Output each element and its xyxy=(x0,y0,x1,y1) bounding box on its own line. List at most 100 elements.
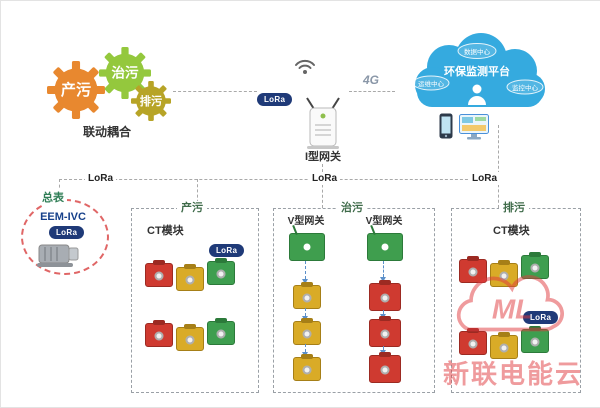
module-hole xyxy=(185,335,195,345)
arrow-head xyxy=(302,279,308,284)
module-tab xyxy=(301,282,313,287)
ct-module xyxy=(490,332,518,359)
module-tab xyxy=(467,256,479,261)
indicator-dot xyxy=(381,243,389,251)
module-tab xyxy=(215,318,227,323)
module-tab xyxy=(379,316,391,321)
bus-lora-label-center: LoRa xyxy=(309,172,340,185)
module-hole xyxy=(499,271,509,281)
cloud-title: 环保监测平台 xyxy=(444,64,510,78)
ct-module xyxy=(176,264,204,291)
ct-module xyxy=(459,328,487,355)
module-hole xyxy=(380,365,390,375)
v-gateway-device-left xyxy=(289,224,325,261)
arrow-connector xyxy=(383,346,384,351)
module-hole xyxy=(499,343,509,353)
module-hole xyxy=(216,329,226,339)
zone-treat-label: 治污 xyxy=(337,201,367,215)
ct-module xyxy=(521,252,549,279)
module-hole xyxy=(154,271,164,281)
module-tab xyxy=(379,280,391,285)
ct-module xyxy=(145,260,173,287)
cloud-platform: 数据中心 运维中心 监控中心 环保监测平台 xyxy=(412,33,545,107)
phone-icon xyxy=(439,113,453,139)
module-tab xyxy=(215,258,227,263)
gear-icon-treat: 治污 xyxy=(99,47,151,99)
module-tab xyxy=(498,260,510,265)
ct-module xyxy=(369,352,401,383)
monitor-icon xyxy=(459,114,489,140)
module-hole xyxy=(154,331,164,341)
gear-cluster-caption: 联动耦合 xyxy=(82,125,131,139)
zone1-device-label: CT模块 xyxy=(147,225,184,237)
module-hole xyxy=(302,365,312,375)
module-tab xyxy=(184,264,196,269)
ct-module xyxy=(369,280,401,311)
ct-module xyxy=(369,316,401,347)
ct-module xyxy=(459,256,487,283)
arrow-connector xyxy=(383,310,384,315)
module-tab xyxy=(301,318,313,323)
cloud-node-label: 运维中心 xyxy=(418,79,445,88)
module-hole xyxy=(468,339,478,349)
zone-produce-label: 产污 xyxy=(177,201,207,215)
connector-bus-zone3 xyxy=(498,179,499,208)
cloud-node-label: 数据中心 xyxy=(464,47,491,56)
cloud-node-label: 监控中心 xyxy=(512,83,539,92)
zone3-device-label: CT模块 xyxy=(493,225,530,237)
arrow-gwB-modules xyxy=(383,261,384,277)
ct-module xyxy=(293,282,321,309)
bus-line xyxy=(59,179,498,180)
module-tab xyxy=(153,260,165,265)
connector-bus-zone1 xyxy=(197,179,198,208)
gear-label: 排污 xyxy=(140,94,162,108)
module-tab xyxy=(153,320,165,325)
module-hole xyxy=(380,329,390,339)
ct-module xyxy=(521,326,549,353)
ct-module xyxy=(207,258,235,285)
gateway-device-icon xyxy=(306,97,340,149)
gear-label: 治污 xyxy=(111,65,139,81)
arrow-connector xyxy=(305,344,306,352)
gear-icon-discharge: 排污 xyxy=(131,81,171,121)
meter-caption: 总表 xyxy=(39,189,67,205)
gateway-label: I型网关 xyxy=(304,151,342,163)
module-hole xyxy=(302,329,312,339)
ct-module xyxy=(145,320,173,347)
module-hole xyxy=(468,267,478,277)
lora-badge-zone3: LoRa xyxy=(523,311,559,324)
module-tab xyxy=(498,332,510,337)
wifi-icon xyxy=(295,59,315,74)
person-icon xyxy=(468,84,486,105)
arrow-head xyxy=(380,277,386,282)
module-tab xyxy=(467,328,479,333)
meter-model: EEM-IVC xyxy=(40,211,86,223)
ct-module xyxy=(293,354,321,381)
meter-device-icon xyxy=(37,244,79,267)
indicator-dot xyxy=(303,243,311,251)
ct-module xyxy=(176,324,204,351)
4g-icon: 4G xyxy=(363,73,380,87)
zone-discharge-label: 排污 xyxy=(499,201,529,215)
bus-lora-label-left: LoRa xyxy=(85,172,116,185)
arrow-connector xyxy=(305,308,306,316)
module-tab xyxy=(379,352,391,357)
lora-badge-gateway: LoRa xyxy=(257,93,293,106)
module-tab xyxy=(529,252,541,257)
gear-icon-produce: 产污 xyxy=(47,61,105,119)
v-gateway-device-right xyxy=(367,224,403,261)
bus-lora-label-right: LoRa xyxy=(469,172,500,185)
zone-produce xyxy=(131,208,259,393)
connector-cloud-bus xyxy=(498,125,499,179)
module-tab xyxy=(184,324,196,329)
v-gateway-label-left: V型网关 xyxy=(287,216,325,227)
ct-module xyxy=(490,260,518,287)
module-tab xyxy=(529,326,541,331)
arrow-gwA-modules xyxy=(305,261,306,279)
lora-badge-meter: LoRa xyxy=(49,226,85,239)
module-hole xyxy=(216,269,226,279)
lora-badge-zone1: LoRa xyxy=(209,244,245,257)
module-tab xyxy=(301,354,313,359)
module-hole xyxy=(530,263,540,273)
